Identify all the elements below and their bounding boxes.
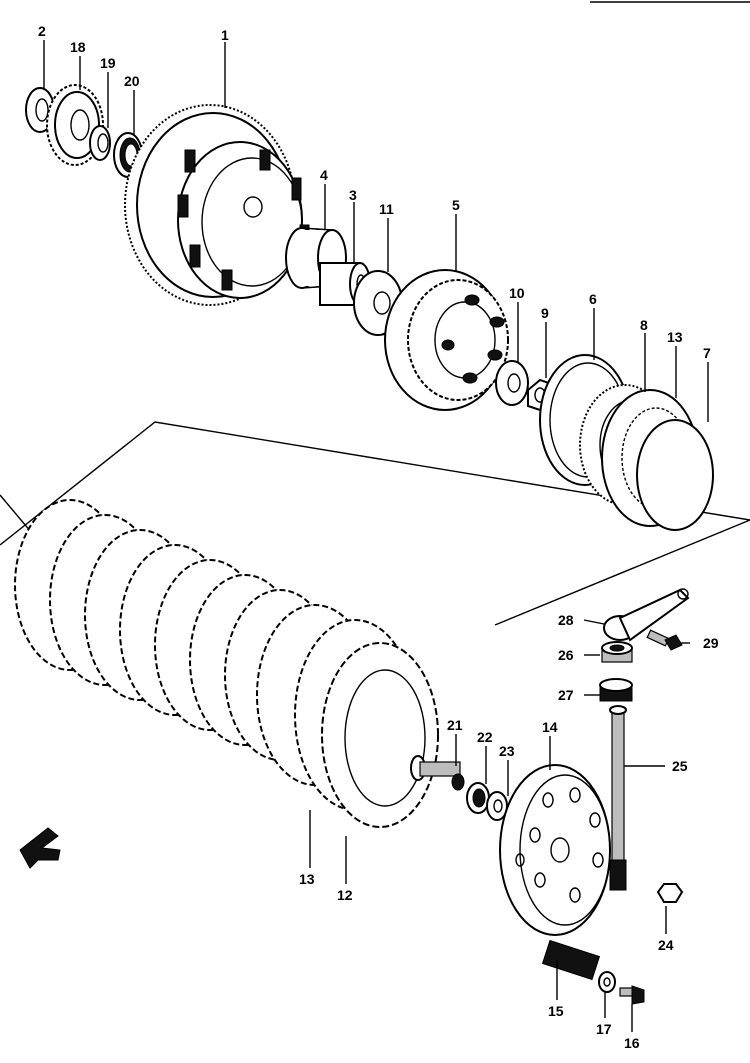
callout-13-lower: 13: [299, 871, 315, 887]
part-cap-24: [656, 883, 684, 903]
callout-14: 14: [542, 719, 558, 735]
callout-28: 28: [558, 612, 574, 628]
callout-12: 12: [337, 887, 353, 903]
callout-8: 8: [640, 317, 648, 333]
part-oil-seal-27: [599, 678, 633, 702]
callout-3: 3: [349, 187, 357, 203]
part-lock-washer-10: [495, 360, 529, 406]
callout-27: 27: [558, 687, 574, 703]
callout-23: 23: [499, 743, 515, 759]
callout-9: 9: [541, 305, 549, 321]
callout-17: 17: [596, 1021, 612, 1037]
callout-10: 10: [509, 285, 525, 301]
part-spring-15: [541, 939, 601, 981]
part-spacer-19: [89, 125, 111, 161]
callout-11: 11: [379, 201, 394, 217]
callout-labels: 2 18 19 20 1 4 3 11 5 10 9 6 8 13 7 28 2…: [38, 23, 719, 1051]
callout-20: 20: [124, 73, 140, 89]
part-gear-18: [46, 84, 104, 166]
part-pressure-plate-14: [499, 764, 611, 936]
callout-16: 16: [624, 1035, 640, 1051]
callout-24: 24: [658, 937, 674, 953]
arrow-icon: [19, 827, 61, 869]
part-washer-23: [486, 791, 508, 821]
part-release-arm-28: [603, 588, 690, 642]
part-bolt-29: [646, 629, 683, 651]
callout-21: 21: [447, 717, 463, 733]
part-release-shaft-25: [609, 705, 627, 891]
part-bearing-22: [466, 782, 490, 814]
part-bushing-26: [601, 641, 633, 663]
callout-7: 7: [703, 345, 711, 361]
part-bolt-16: [619, 985, 645, 1005]
plate-stack: [14, 499, 439, 828]
part-clutch-housing-1: [124, 104, 310, 306]
callout-19: 19: [100, 55, 116, 71]
callout-15: 15: [548, 1003, 564, 1019]
part-circlip-7: [636, 419, 714, 531]
part-bolt-21: [410, 755, 465, 791]
part-washer-17: [598, 971, 616, 993]
callout-5: 5: [452, 197, 460, 213]
callout-13-upper: 13: [667, 329, 683, 345]
callout-22: 22: [477, 729, 493, 745]
part-sleeve-hub-5: [384, 269, 509, 411]
callout-25: 25: [672, 758, 688, 774]
callout-18: 18: [70, 39, 86, 55]
callout-2: 2: [38, 23, 46, 39]
leader-lines: [43, 40, 709, 1032]
callout-29: 29: [703, 635, 719, 651]
plate-group-outline: [0, 421, 750, 626]
callout-26: 26: [558, 647, 574, 663]
callout-6: 6: [589, 291, 597, 307]
callout-4: 4: [320, 167, 328, 183]
callout-1: 1: [221, 27, 229, 43]
